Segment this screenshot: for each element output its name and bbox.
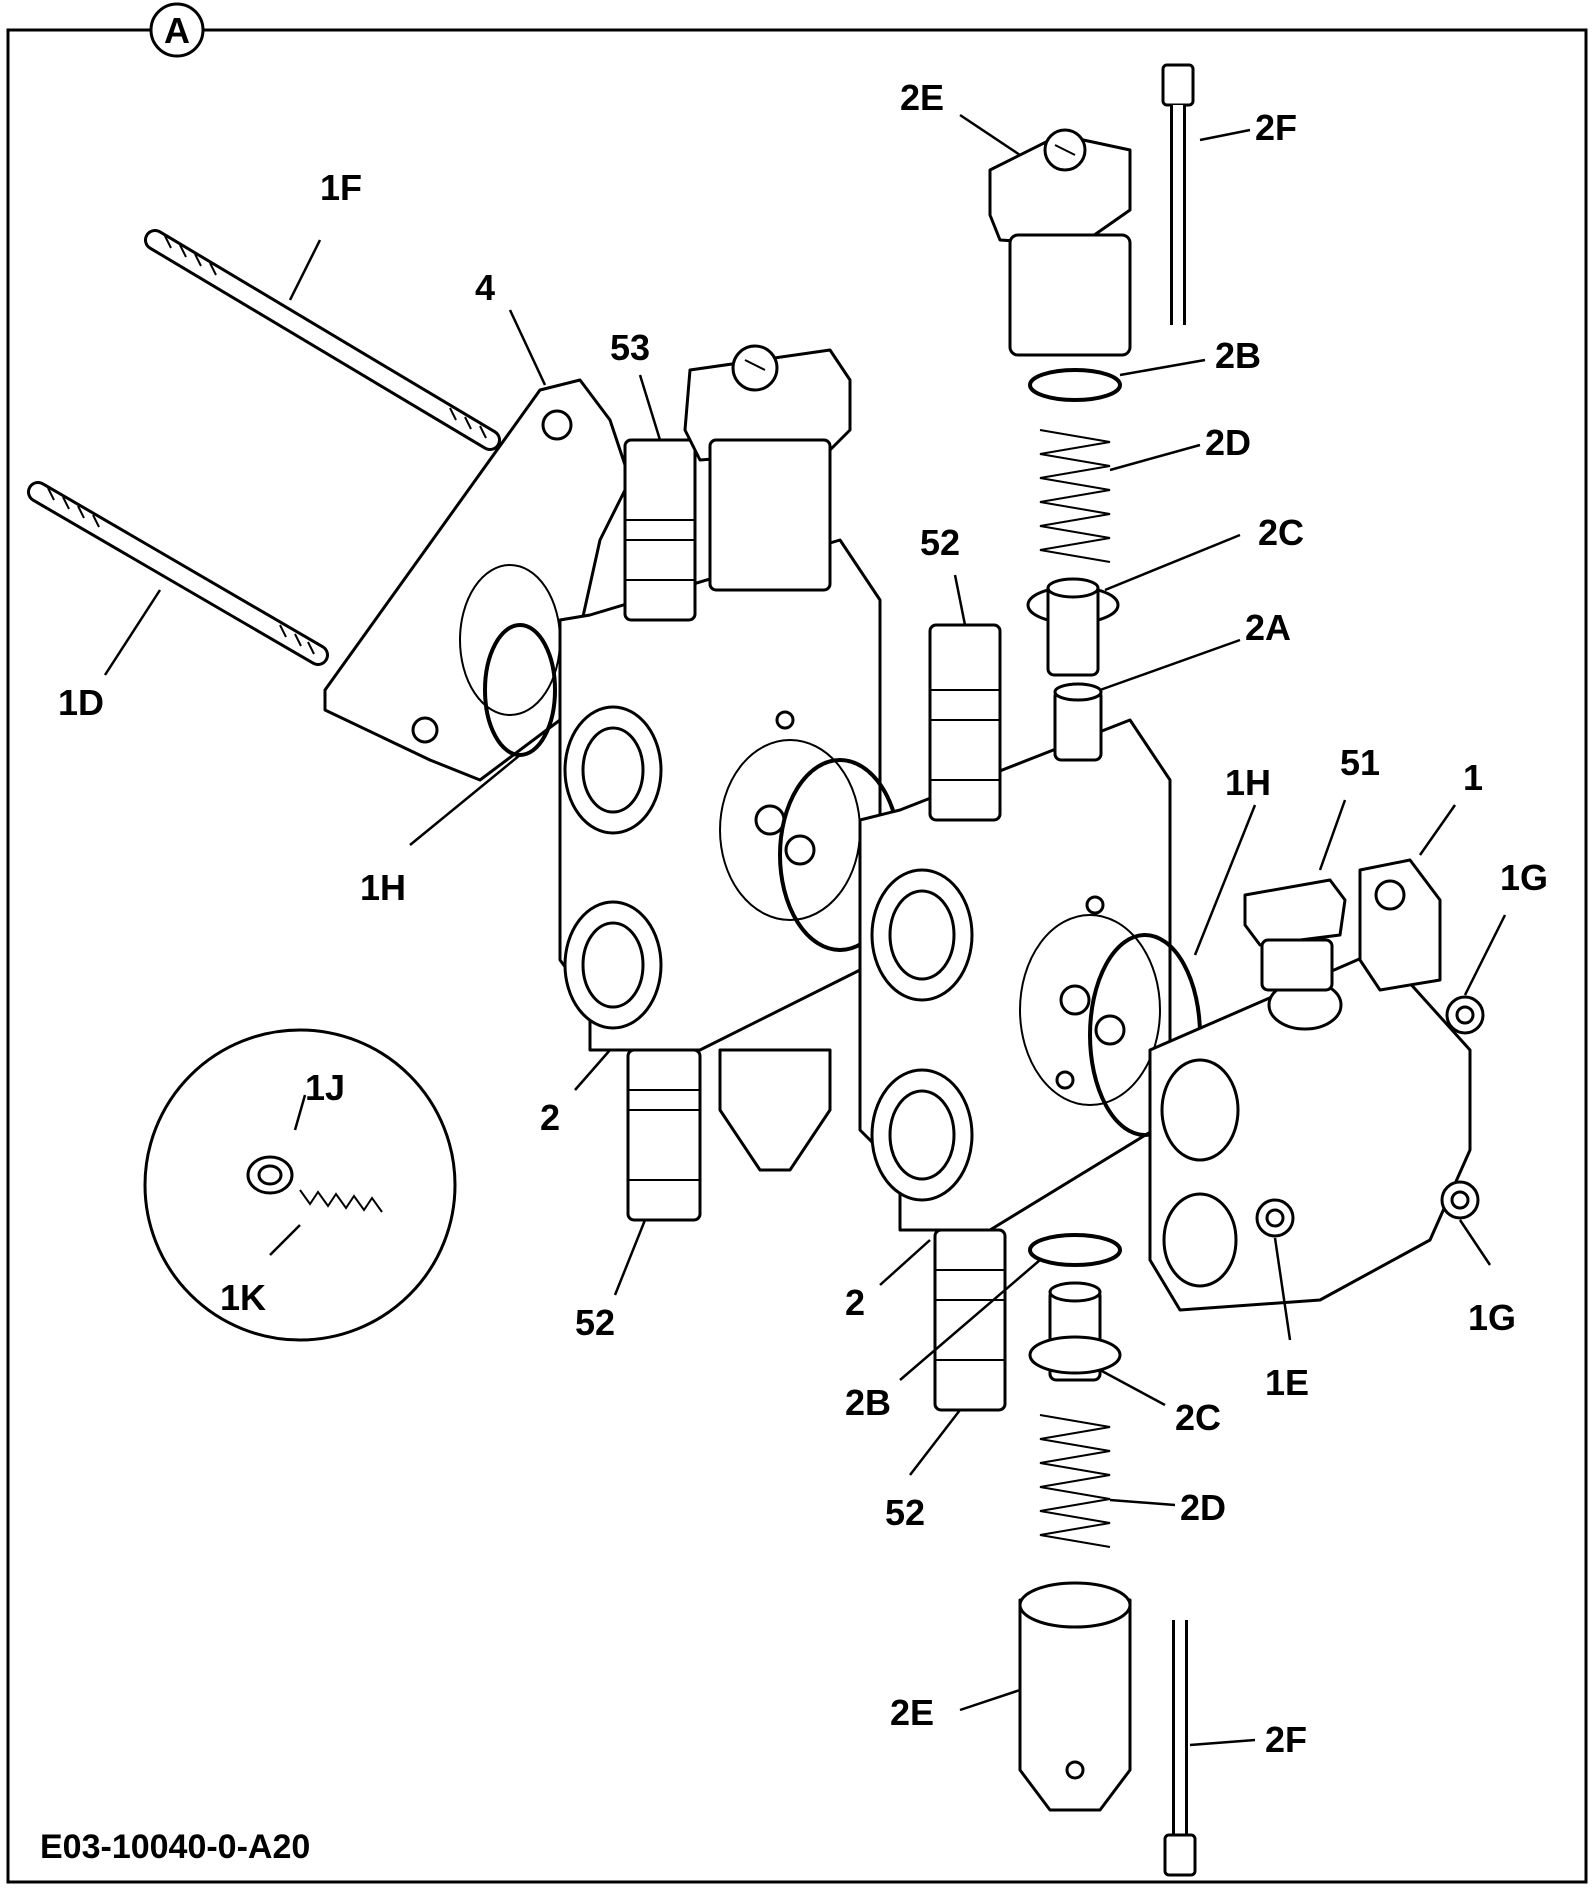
screw-2F-bottom xyxy=(1163,1620,1197,1877)
screw-2F-top xyxy=(1161,63,1195,325)
callout-1G-top: 1G xyxy=(1500,857,1548,898)
callout-2E-top: 2E xyxy=(900,77,944,118)
callout-2-right: 2 xyxy=(845,1282,865,1323)
callout-53: 53 xyxy=(610,327,650,368)
callout-1J: 1J xyxy=(305,1067,345,1108)
o-ring-2B-top xyxy=(1028,368,1122,402)
callout-2A: 2A xyxy=(1245,607,1291,648)
spring-seat-2C-top xyxy=(1026,577,1120,677)
callout-2F-bottom: 2F xyxy=(1265,1719,1307,1760)
callout-2-left: 2 xyxy=(540,1097,560,1138)
callout-1E: 1E xyxy=(1265,1362,1309,1403)
view-marker-label: A xyxy=(164,10,190,51)
spring-2D-bottom xyxy=(1039,1414,1111,1548)
actuator-cap-2E-bottom xyxy=(1018,1581,1132,1812)
callout-1K: 1K xyxy=(220,1277,266,1318)
callout-52-top: 52 xyxy=(920,522,960,563)
callout-51: 51 xyxy=(1340,742,1380,783)
callout-2F-top: 2F xyxy=(1255,107,1297,148)
inlet-cover-1 xyxy=(1148,858,1485,1312)
callout-1G-bottom: 1G xyxy=(1468,1297,1516,1338)
callout-1D: 1D xyxy=(58,682,104,723)
spring-seat-2C-bottom xyxy=(1028,1281,1122,1382)
callout-1H-right: 1H xyxy=(1225,762,1271,803)
tie-rod-1F xyxy=(144,229,501,451)
callout-2C-bottom: 2C xyxy=(1175,1397,1221,1438)
callout-2D-top: 2D xyxy=(1205,422,1251,463)
o-ring-2B-bottom xyxy=(1028,1233,1122,1267)
view-marker: A xyxy=(149,2,205,58)
drawing-code: E03-10040-0-A20 xyxy=(40,1828,310,1866)
spring-2D-top xyxy=(1039,429,1111,563)
callout-4: 4 xyxy=(475,267,495,308)
callout-52-bottom: 52 xyxy=(885,1492,925,1533)
callout-2D-bottom: 2D xyxy=(1180,1487,1226,1528)
actuator-cap-2E-top xyxy=(988,128,1132,357)
callout-1H-left: 1H xyxy=(360,867,406,908)
drawing-frame xyxy=(6,28,1588,1884)
callout-1F: 1F xyxy=(320,167,362,208)
callout-labels: 2E 2F 1F 4 53 2B 2D 2C 52 2A 1D 1H 1H 51… xyxy=(58,77,1548,1760)
leader-lines xyxy=(103,113,1507,1747)
callout-2E-bottom: 2E xyxy=(890,1692,934,1733)
callout-2C-top: 2C xyxy=(1258,512,1304,553)
callout-52-left: 52 xyxy=(575,1302,615,1343)
callout-2B-top: 2B xyxy=(1215,335,1261,376)
tie-rod-1D xyxy=(27,481,329,666)
valve-section-right xyxy=(858,623,1172,1412)
callout-2B-bottom: 2B xyxy=(845,1382,891,1423)
callout-1: 1 xyxy=(1463,757,1483,798)
detail-inset xyxy=(143,1028,457,1342)
